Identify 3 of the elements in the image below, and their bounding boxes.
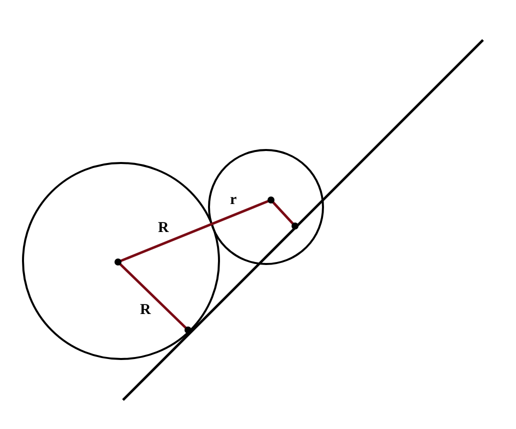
radius-label: r bbox=[230, 193, 237, 208]
radius-label: R bbox=[140, 303, 151, 318]
radius-label: R bbox=[158, 221, 169, 236]
